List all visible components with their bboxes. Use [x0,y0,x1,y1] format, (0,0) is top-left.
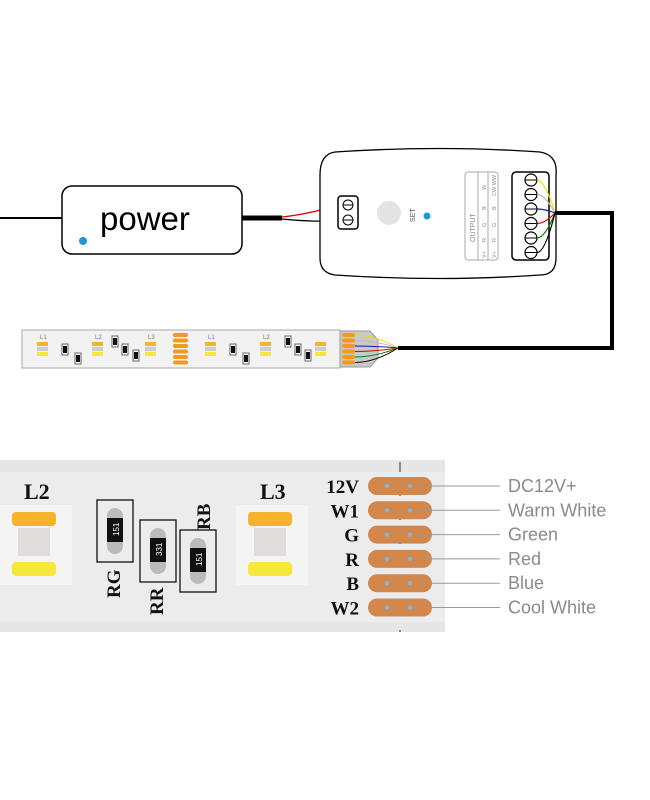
strip-pad [342,333,355,337]
output-pin: B [482,206,488,210]
output-wire [536,179,556,214]
output-pin: B [492,206,498,210]
legend-label: Warm White [508,500,606,520]
resistor-label: RG [104,569,125,598]
strip-pad [342,344,355,348]
solder-pad [368,598,432,617]
led-label: L1 [40,335,47,341]
output-pin: R [492,238,498,242]
resistor-code: 151 [195,552,204,566]
controller: SET OUTPUT W B G R V+ CW WW B G R V+ [319,147,557,280]
output-terminal [511,171,550,261]
output-wire [536,212,556,254]
output-wire [536,193,556,214]
led-label: L3 [260,479,286,504]
legend-label: Red [508,549,541,569]
solder-pad [368,501,432,520]
pad-label: R [345,550,359,571]
led-label: L1 [208,335,215,341]
strip-pad [342,360,355,365]
resistor-code: 151 [112,522,121,536]
legend-label: DC12V+ [508,476,577,496]
pad-label: B [346,574,359,595]
led-label: L3 [148,335,155,341]
solder-pad [368,574,432,593]
solder-pad [368,549,432,568]
led-label: L2 [263,335,270,341]
output-label: OUTPUT [470,213,477,243]
output-wire [536,212,556,239]
resistor-outline [139,519,177,583]
resistor-outline [96,499,134,563]
resistor-label: RB [194,503,215,530]
pad-label: G [344,526,359,547]
strip-pad [342,338,355,343]
pad-label: W1 [331,501,360,522]
legend-label: Green [508,525,558,545]
output-label-box [464,171,499,261]
resistor-label: RR [147,587,168,615]
output-pin: G [482,223,488,227]
strip-pad [342,355,355,359]
output-pin: V+ [492,251,498,258]
output-wire [536,212,556,225]
output-wire [536,208,556,214]
resistor-code: 331 [155,542,164,556]
strip-pad [342,349,355,354]
power-supply: power [61,185,243,255]
resistor-outline [179,529,217,593]
solder-pad [368,477,432,495]
output-pin: W [482,184,488,190]
pad-label: 12V [326,477,359,498]
set-button[interactable] [377,201,401,225]
led-label: L2 [24,479,50,504]
power-label: power [100,200,190,237]
output-cable [398,211,614,350]
set-label: SET [410,208,417,222]
status-led [423,212,431,220]
legend-label: Blue [508,573,544,593]
output-pin: R [482,238,488,242]
output-pin: CW WW [492,174,498,196]
legend-label: Cool White [508,598,596,618]
output-pin: G [492,223,498,227]
pad-label: W2 [331,599,360,620]
indicator-dot [79,237,87,245]
output-pin: V+ [482,251,488,258]
led-label: L2 [95,335,102,341]
solder-pad [368,525,432,544]
led-strip-overview: L1 L2 L3 L1 L2 [21,329,399,369]
